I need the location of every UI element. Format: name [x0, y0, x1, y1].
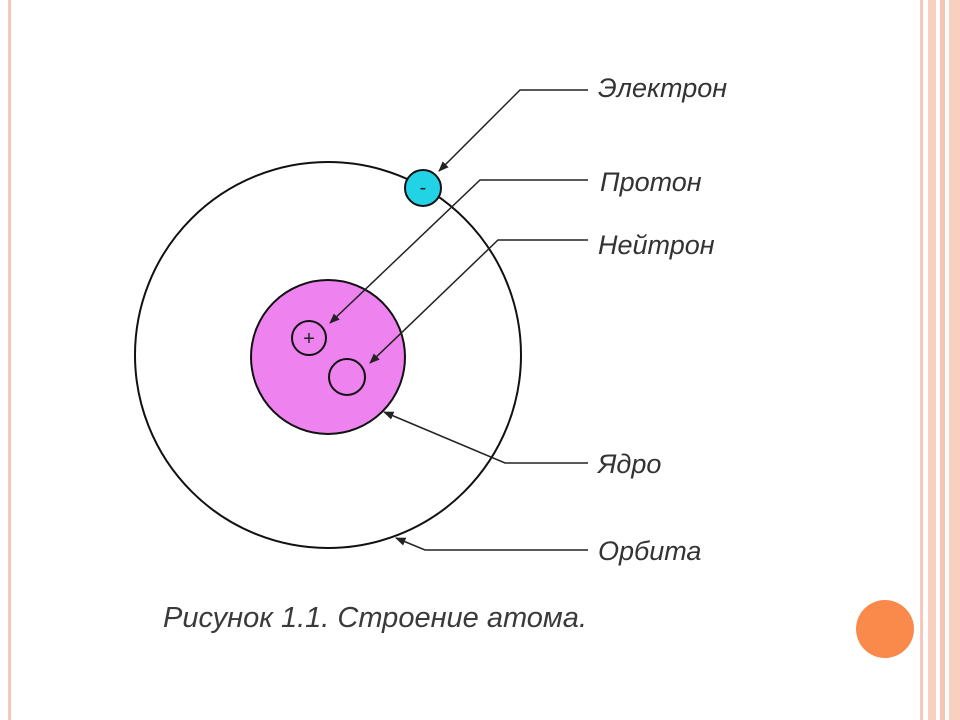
- right-border-line-4: [949, 0, 960, 720]
- left-border-rule: [8, 0, 11, 720]
- nucleus-leader-line: [383, 411, 588, 464]
- proton-leader-line: [329, 179, 588, 324]
- neutron-label: Нейтрон: [598, 230, 715, 260]
- neutron-leader-line: [369, 239, 588, 364]
- orbit-circle: [134, 161, 522, 549]
- decorative-orange-dot: [856, 600, 914, 658]
- orbit-label: Орбита: [598, 536, 701, 566]
- figure-caption: Рисунок 1.1. Строение атома.: [163, 602, 587, 634]
- right-border-line-2: [928, 0, 936, 720]
- proton-sign: +: [303, 328, 315, 350]
- nucleus-label: Ядро: [596, 449, 661, 479]
- electron-label: Электрон: [598, 73, 727, 103]
- electron-leader-line: [438, 89, 588, 172]
- proton-label: Протон: [600, 167, 702, 197]
- electron-circle: [404, 169, 442, 207]
- orbit-leader-line: [395, 537, 588, 551]
- proton-circle: [291, 320, 327, 356]
- neutron-circle: [328, 358, 366, 396]
- right-border-line-3: [940, 0, 945, 720]
- electron-sign: -: [420, 177, 427, 199]
- nucleus-circle: [250, 279, 406, 435]
- right-border-line-1: [920, 0, 923, 720]
